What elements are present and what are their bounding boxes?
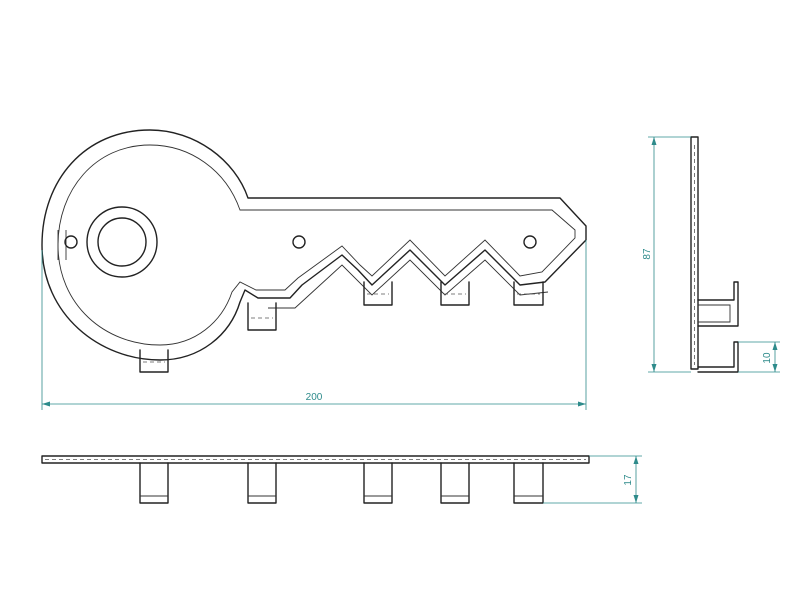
- front-hook-3: [363, 281, 393, 306]
- front-hook-4: [440, 281, 470, 306]
- dim-17-arrow-top: [633, 456, 639, 464]
- dim-arrow-right: [578, 401, 586, 407]
- side-hook-lower: [697, 341, 739, 373]
- front-hooks: [139, 281, 544, 373]
- front-hook-5: [513, 281, 544, 306]
- bottom-hook-3: [363, 462, 393, 504]
- dim-arrow-left: [42, 401, 50, 407]
- mounting-hole-center: [292, 235, 306, 249]
- key-outer-outline: [41, 129, 587, 361]
- dim-label-200: 200: [306, 392, 323, 403]
- dimension-length: 200: [41, 240, 587, 410]
- side-view: 87 10: [642, 136, 780, 373]
- side-hook-upper-inner: [698, 304, 731, 323]
- bottom-hook-5: [513, 462, 544, 504]
- dim-87-arrow-top: [651, 137, 657, 145]
- side-plate: [690, 136, 699, 370]
- key-inner-outline: [57, 144, 576, 346]
- bottom-hook-1: [139, 462, 169, 504]
- mounting-hole-left: [64, 235, 78, 249]
- dim-label-17: 17: [623, 474, 634, 486]
- dim-17-arrow-bottom: [633, 495, 639, 503]
- key-ring-outer: [86, 206, 158, 278]
- dim-10-arrow-top: [772, 342, 778, 350]
- dim-label-10: 10: [762, 352, 773, 364]
- bottom-hook-2: [247, 462, 277, 504]
- front-view: [41, 129, 587, 373]
- key-teeth-edge: [268, 259, 549, 309]
- dim-label-87: 87: [642, 248, 653, 260]
- front-hook-2: [247, 302, 277, 331]
- front-hook-1: [139, 349, 169, 373]
- key-ring-inner: [97, 217, 147, 267]
- dim-87-arrow-bottom: [651, 364, 657, 372]
- bottom-hook-4: [440, 462, 470, 504]
- bottom-view: 17: [41, 455, 642, 504]
- bottom-plate: [41, 455, 590, 464]
- bottom-hooks: [139, 462, 544, 504]
- side-hook-upper: [697, 281, 739, 327]
- mounting-hole-right: [523, 235, 537, 249]
- dim-10-arrow-bottom: [772, 364, 778, 372]
